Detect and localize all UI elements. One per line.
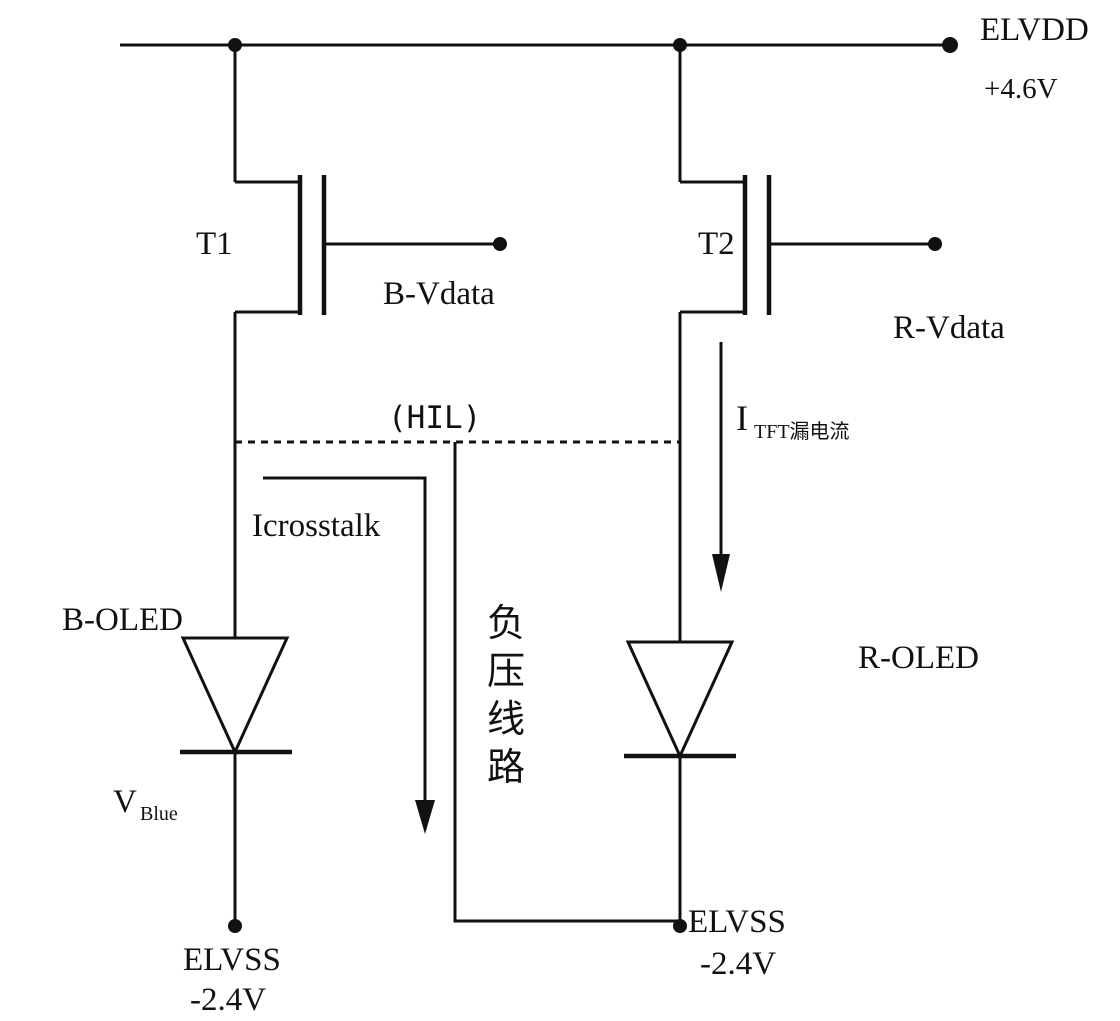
- elvdd-label: ELVDD: [980, 12, 1089, 48]
- t2-gate-terminal-dot: [928, 237, 942, 251]
- r-oled-label: R-OLED: [858, 640, 979, 676]
- t2-label: T2: [698, 226, 735, 262]
- elvdd-voltage-label: +4.6V: [984, 73, 1058, 105]
- itft-leakage-arrow: [712, 342, 730, 592]
- elvss-left-voltage-label: -2.4V: [190, 982, 266, 1018]
- icrosstalk-arrow: [263, 476, 435, 834]
- itft-label: I: [736, 398, 748, 438]
- icrosstalk-label: Icrosstalk: [252, 508, 381, 544]
- b-oled-label: B-OLED: [62, 602, 183, 638]
- neg-line-char-2: 压: [487, 651, 525, 693]
- neg-line-path: [453, 442, 680, 923]
- icrosstalk-arrowhead: [415, 800, 435, 834]
- neg-line-char-4: 路: [487, 747, 525, 789]
- v-blue-subscript: Blue: [140, 803, 178, 825]
- itft-arrowhead: [712, 554, 730, 592]
- negative-voltage-line: [453, 442, 680, 923]
- r-vdata-label: R-Vdata: [893, 310, 1005, 346]
- elvdd-terminal-dot: [942, 37, 958, 53]
- elvss-left-label: ELVSS: [183, 942, 281, 978]
- t1-label: T1: [196, 226, 233, 262]
- icrosstalk-path: [263, 476, 427, 806]
- t1-gate-terminal-dot: [493, 237, 507, 251]
- transistor-t2: [678, 45, 942, 315]
- elvss-right-label: ELVSS: [688, 904, 786, 940]
- transistor-t1: [233, 45, 507, 315]
- blue-branch: [180, 312, 292, 933]
- elvdd-power-rail: [120, 37, 958, 53]
- r-oled-diode-triangle: [625, 640, 735, 760]
- b-vdata-label: B-Vdata: [383, 276, 495, 312]
- v-blue-label: V: [113, 784, 137, 820]
- hil-label: (HIL): [388, 400, 481, 436]
- itft-subscript: TFT漏电流: [754, 420, 850, 443]
- elvss-right-voltage-label: -2.4V: [700, 946, 776, 982]
- b-oled-diode-triangle: [180, 636, 290, 756]
- neg-line-char-1: 负: [487, 603, 525, 645]
- red-branch: [624, 312, 736, 933]
- elvss-left-node-dot: [228, 919, 242, 933]
- neg-line-char-3: 线: [487, 699, 525, 741]
